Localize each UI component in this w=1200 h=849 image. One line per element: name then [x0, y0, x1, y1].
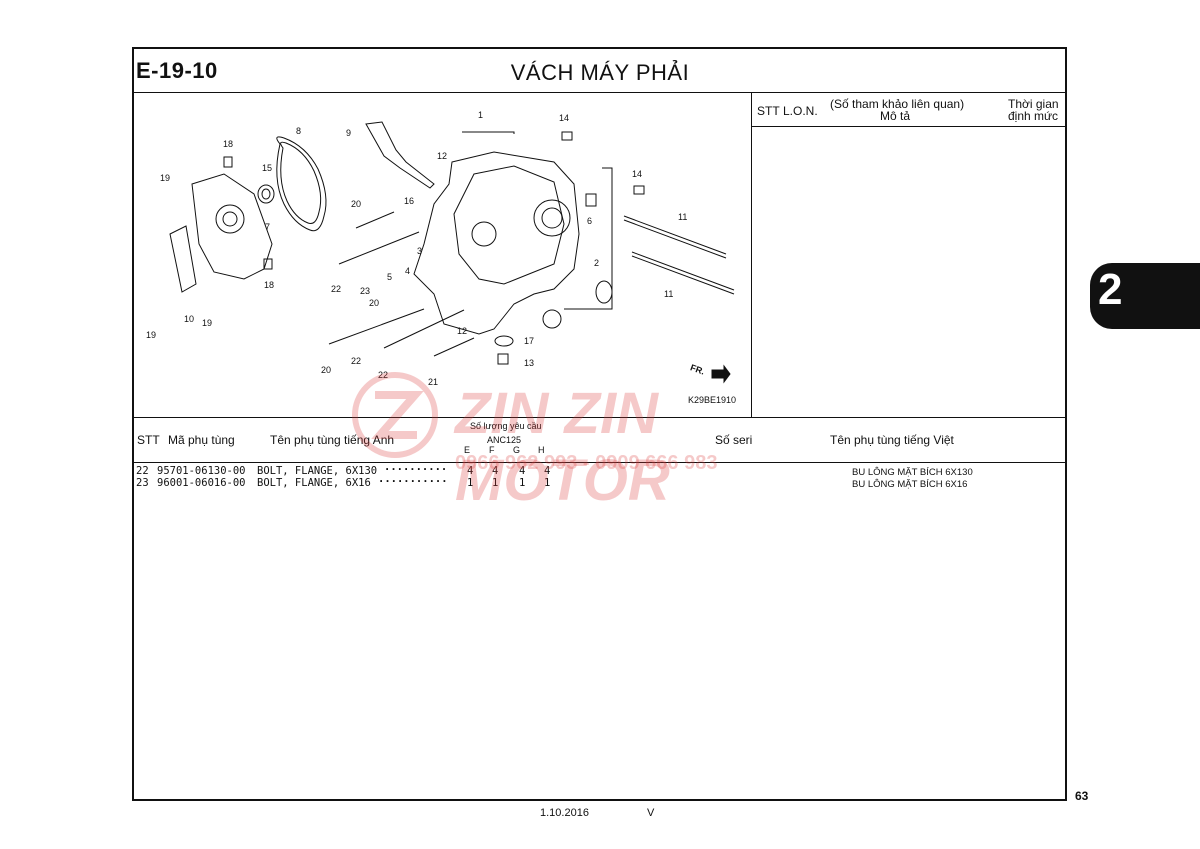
- front-arrow: [711, 364, 731, 384]
- callout-4: 4: [405, 266, 410, 276]
- row-qty-h: 1: [544, 477, 551, 489]
- right-col-desc: Mô tả: [880, 109, 911, 123]
- row-qty-g: 1: [519, 477, 526, 489]
- footer-mark: V: [647, 807, 655, 819]
- callout-8: 8: [296, 126, 301, 136]
- left-cover: [191, 173, 273, 280]
- row-name-en: BOLT, FLANGE, 6X130: [257, 465, 378, 477]
- callout-12b: 12: [457, 326, 467, 336]
- callout-21: 21: [428, 377, 438, 387]
- right-panel-divider: [751, 93, 752, 417]
- callout-22b: 22: [351, 356, 361, 366]
- row-stt: 23: [136, 477, 149, 489]
- callout-22c: 22: [378, 370, 388, 380]
- footer-date: 1.10.2016: [540, 807, 589, 819]
- right-col-stt: STT: [757, 104, 780, 118]
- row-qty-e: 1: [467, 477, 474, 489]
- callout-10: 10: [184, 314, 194, 324]
- callout-15: 15: [262, 163, 272, 173]
- th-name-en: Tên phụ tùng tiếng Anh: [270, 433, 395, 447]
- row-qty-f: 1: [492, 477, 499, 489]
- exploded-parts-diagram: 1 2 3 4 5 6 7 8 9 10 11 11 12 12 13 14 1…: [146, 110, 736, 405]
- th-stt: STT: [137, 433, 160, 447]
- diagram-divider: [133, 417, 1066, 418]
- callout-19c: 19: [146, 330, 156, 340]
- callout-labels: 1 2 3 4 5 6 7 8 9 10 11 11 12 12 13 14 1…: [146, 110, 736, 405]
- callout-20b: 20: [369, 298, 379, 308]
- row-part-no: 95701-06130-00: [157, 465, 246, 477]
- callout-11a: 11: [678, 212, 687, 222]
- callout-19b: 19: [202, 318, 212, 328]
- section-tab-number: 2: [1098, 265, 1123, 314]
- callout-6: 6: [587, 216, 592, 226]
- callout-22a: 22: [331, 284, 341, 294]
- right-col-time-2: định mức: [1008, 109, 1059, 123]
- row-qty-h: 4: [544, 465, 551, 477]
- row-part-no: 96001-06016-00: [157, 477, 246, 489]
- callout-23: 23: [360, 286, 370, 296]
- gasket-outline: [276, 136, 327, 232]
- row-leader-dots: ···········: [378, 476, 448, 488]
- table-header-divider: [133, 462, 1066, 463]
- th-part-no: Mã phụ tùng: [168, 433, 235, 447]
- row-name-vi: BU LÔNG MẶT BÍCH 6X16: [852, 479, 968, 490]
- callout-19a: 19: [160, 173, 170, 183]
- callout-11b: 11: [664, 289, 673, 299]
- right-panel-header-divider: [752, 126, 1066, 127]
- row-qty-f: 4: [492, 465, 499, 477]
- section-tab[interactable]: 2: [1090, 263, 1200, 329]
- callout-20a: 20: [351, 199, 361, 209]
- th-serial: Số seri: [715, 433, 753, 447]
- callout-20c: 20: [321, 365, 331, 375]
- th-variant-e: E: [464, 445, 471, 455]
- row-name-vi: BU LÔNG MẶT BÍCH 6X130: [852, 467, 973, 478]
- callout-2: 2: [594, 258, 599, 268]
- callout-18b: 18: [264, 280, 274, 290]
- row-name-en: BOLT, FLANGE, 6X16: [257, 477, 371, 489]
- callout-16: 16: [404, 196, 414, 206]
- bearing: [595, 280, 613, 304]
- right-col-time-1: Thời gian: [1008, 97, 1059, 111]
- callout-18a: 18: [223, 139, 233, 149]
- callout-14a: 14: [559, 113, 569, 123]
- title-divider: [133, 92, 1066, 93]
- callout-9: 9: [346, 128, 351, 138]
- right-col-ref: (Số tham khảo liên quan): [830, 97, 965, 111]
- page-title: VÁCH MÁY PHẢI: [510, 60, 690, 85]
- th-variant-h: H: [538, 445, 545, 455]
- row-stt: 22: [136, 465, 149, 477]
- callout-1: 1: [478, 110, 483, 120]
- th-variant-g: G: [513, 445, 521, 455]
- th-model: ANC125: [487, 435, 522, 445]
- stud-bolt-lower: [631, 251, 735, 291]
- dipstick: [365, 121, 435, 189]
- stud-bolt-upper: [623, 215, 727, 255]
- direction-label: FR.: [689, 362, 706, 376]
- callout-5: 5: [387, 272, 392, 282]
- callout-3: 3: [417, 246, 422, 256]
- row-qty-e: 4: [467, 465, 474, 477]
- callout-7: 7: [265, 222, 270, 232]
- crankcase-cover: [413, 151, 580, 335]
- oil-seal: [257, 184, 275, 204]
- callout-12a: 12: [437, 151, 447, 161]
- callout-17: 17: [524, 336, 534, 346]
- th-variant-f: F: [489, 445, 495, 455]
- page-frame: [132, 47, 1067, 801]
- page-number: 63: [1075, 789, 1089, 803]
- row-leader-dots: ··········: [384, 464, 448, 476]
- callout-14b: 14: [632, 169, 642, 179]
- section-code: E-19-10: [136, 58, 218, 83]
- th-qty-required: Số lượng yêu cầu: [470, 421, 542, 431]
- plate: [169, 225, 197, 293]
- callout-13: 13: [524, 358, 534, 368]
- diagram-code: K29BE1910: [688, 395, 736, 405]
- th-name-vi: Tên phụ tùng tiếng Việt: [830, 433, 954, 447]
- row-qty-g: 4: [519, 465, 526, 477]
- right-col-lon: L.O.N.: [783, 104, 818, 118]
